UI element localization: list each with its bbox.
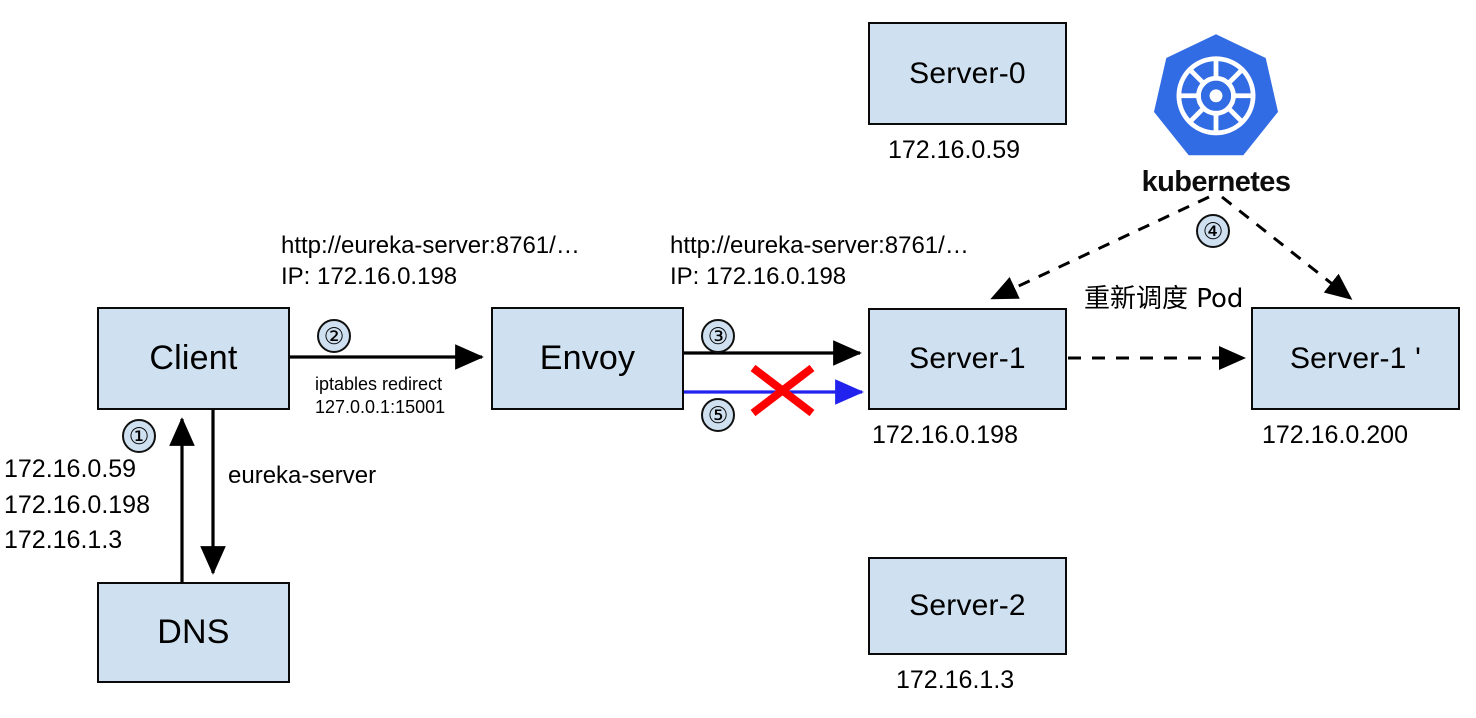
label-dns-resolved-ips: 172.16.0.59 172.16.0.198 172.16.1.3 — [4, 452, 150, 559]
kubernetes-wordmark: kubernetes — [1141, 166, 1291, 198]
node-client[interactable]: Client — [97, 307, 290, 410]
label-iptables-redirect: iptables redirect 127.0.0.1:15001 — [315, 373, 445, 420]
step-badge-5: ⑤ — [701, 398, 735, 432]
node-server-1-ip: 172.16.0.198 — [872, 421, 1018, 449]
label-dns-query-name: eureka-server — [228, 462, 377, 489]
node-envoy-label: Envoy — [539, 339, 636, 377]
node-server-0-label: Server-0 — [909, 56, 1026, 90]
label-envoy-request: http://eureka-server:8761/… IP: 172.16.0… — [670, 231, 969, 292]
kubernetes-icon — [1153, 34, 1279, 156]
label-client-request-ip: IP: 172.16.0.198 — [281, 262, 458, 290]
node-dns-label: DNS — [157, 613, 230, 651]
node-server-1[interactable]: Server-1 — [868, 308, 1067, 410]
node-server-2[interactable]: Server-2 — [868, 557, 1067, 655]
kubernetes-logo-group: kubernetes — [1128, 30, 1304, 199]
step-badge-4: ④ — [1196, 214, 1230, 248]
label-client-request-url: http://eureka-server:8761/… — [281, 232, 580, 259]
node-server-1-label: Server-1 — [909, 342, 1026, 375]
node-client-label: Client — [149, 339, 238, 377]
node-envoy[interactable]: Envoy — [491, 307, 684, 410]
dns-resolved-ip-3: 172.16.1.3 — [4, 526, 123, 554]
node-server-2-label: Server-2 — [909, 589, 1026, 622]
label-iptables-line1: iptables redirect — [315, 374, 443, 394]
dns-resolved-ip-2: 172.16.0.198 — [4, 490, 150, 519]
step-badge-1: ① — [122, 419, 156, 453]
connection-failed-x-icon — [750, 364, 815, 417]
node-server-1-prime-ip: 172.16.0.200 — [1262, 421, 1408, 449]
label-envoy-request-url: http://eureka-server:8761/… — [670, 232, 969, 259]
node-server-0[interactable]: Server-0 — [868, 22, 1067, 125]
step-badge-3: ③ — [701, 319, 735, 353]
label-reschedule-pod: 重新调度 Pod — [1084, 284, 1244, 314]
node-dns[interactable]: DNS — [97, 582, 290, 683]
node-server-1-prime-label: Server-1 ' — [1289, 341, 1422, 375]
node-server-0-ip: 172.16.0.59 — [888, 136, 1021, 164]
label-iptables-line2: 127.0.0.1:15001 — [315, 397, 446, 418]
node-server-2-ip: 172.16.1.3 — [896, 666, 1015, 694]
dns-resolved-ip-1: 172.16.0.59 — [4, 455, 137, 483]
step-badge-2: ② — [317, 319, 351, 353]
label-client-request: http://eureka-server:8761/… IP: 172.16.0… — [281, 231, 580, 292]
label-envoy-request-ip: IP: 172.16.0.198 — [670, 262, 847, 290]
node-server-1-prime[interactable]: Server-1 ' — [1251, 307, 1460, 410]
